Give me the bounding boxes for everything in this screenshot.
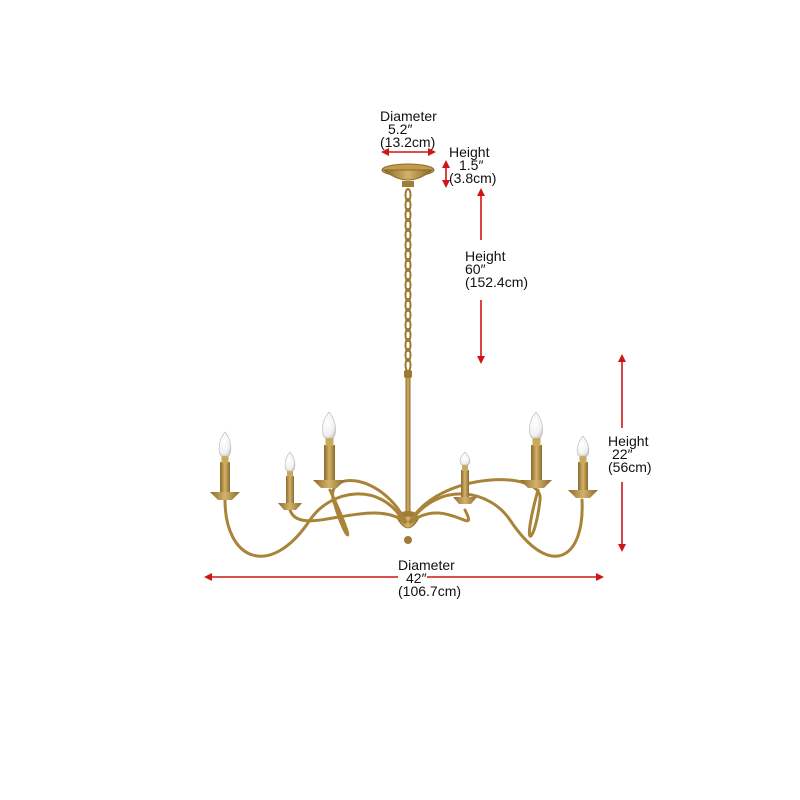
ceiling-canopy [381,163,435,187]
canopy-height-inches: 1.5″ [459,157,484,173]
chain-height-title: Height [465,248,506,264]
fixture-height-title: Height [608,433,649,449]
candle-arm-3 [313,411,345,488]
canopy-height-cm: (3.8cm) [449,170,497,186]
chain-height-label: Height 60″ (152.4cm) [465,248,529,290]
candle-arm-5 [520,411,552,488]
canopy-diameter-inches: 5.2″ [388,121,413,137]
canopy-height-label: Height 1.5″ (3.8cm) [449,144,497,186]
candle-arm-1 [210,431,240,500]
fixture-height-inches: 22″ [612,446,633,462]
fixture-height-cm: (56cm) [608,459,652,475]
fixture-diameter-label: Diameter 42″ (106.7cm) [398,558,462,599]
chain-height-inches: 60″ [465,261,486,277]
candle-arm-2 [278,451,302,510]
fixture-height-label: Height 22″ (56cm) [608,433,652,475]
candle-arm-6 [568,435,598,498]
candle-arm-4 [453,451,477,504]
fixture-diameter-inches: 42″ [398,571,427,585]
canopy-diameter-title: Diameter [380,108,437,124]
hanging-chain [404,188,412,372]
canopy-height-title: Height [449,144,490,160]
fixture-diameter-title: Diameter [398,558,462,572]
fixture-diameter-cm: (106.7cm) [398,583,462,599]
chandelier-arms [223,478,584,558]
chain-height-cm: (152.4cm) [465,274,529,290]
canopy-diameter-cm: (13.2cm) [380,134,436,150]
canopy-diameter-label: Diameter 5.2″ (13.2cm) [380,108,437,150]
